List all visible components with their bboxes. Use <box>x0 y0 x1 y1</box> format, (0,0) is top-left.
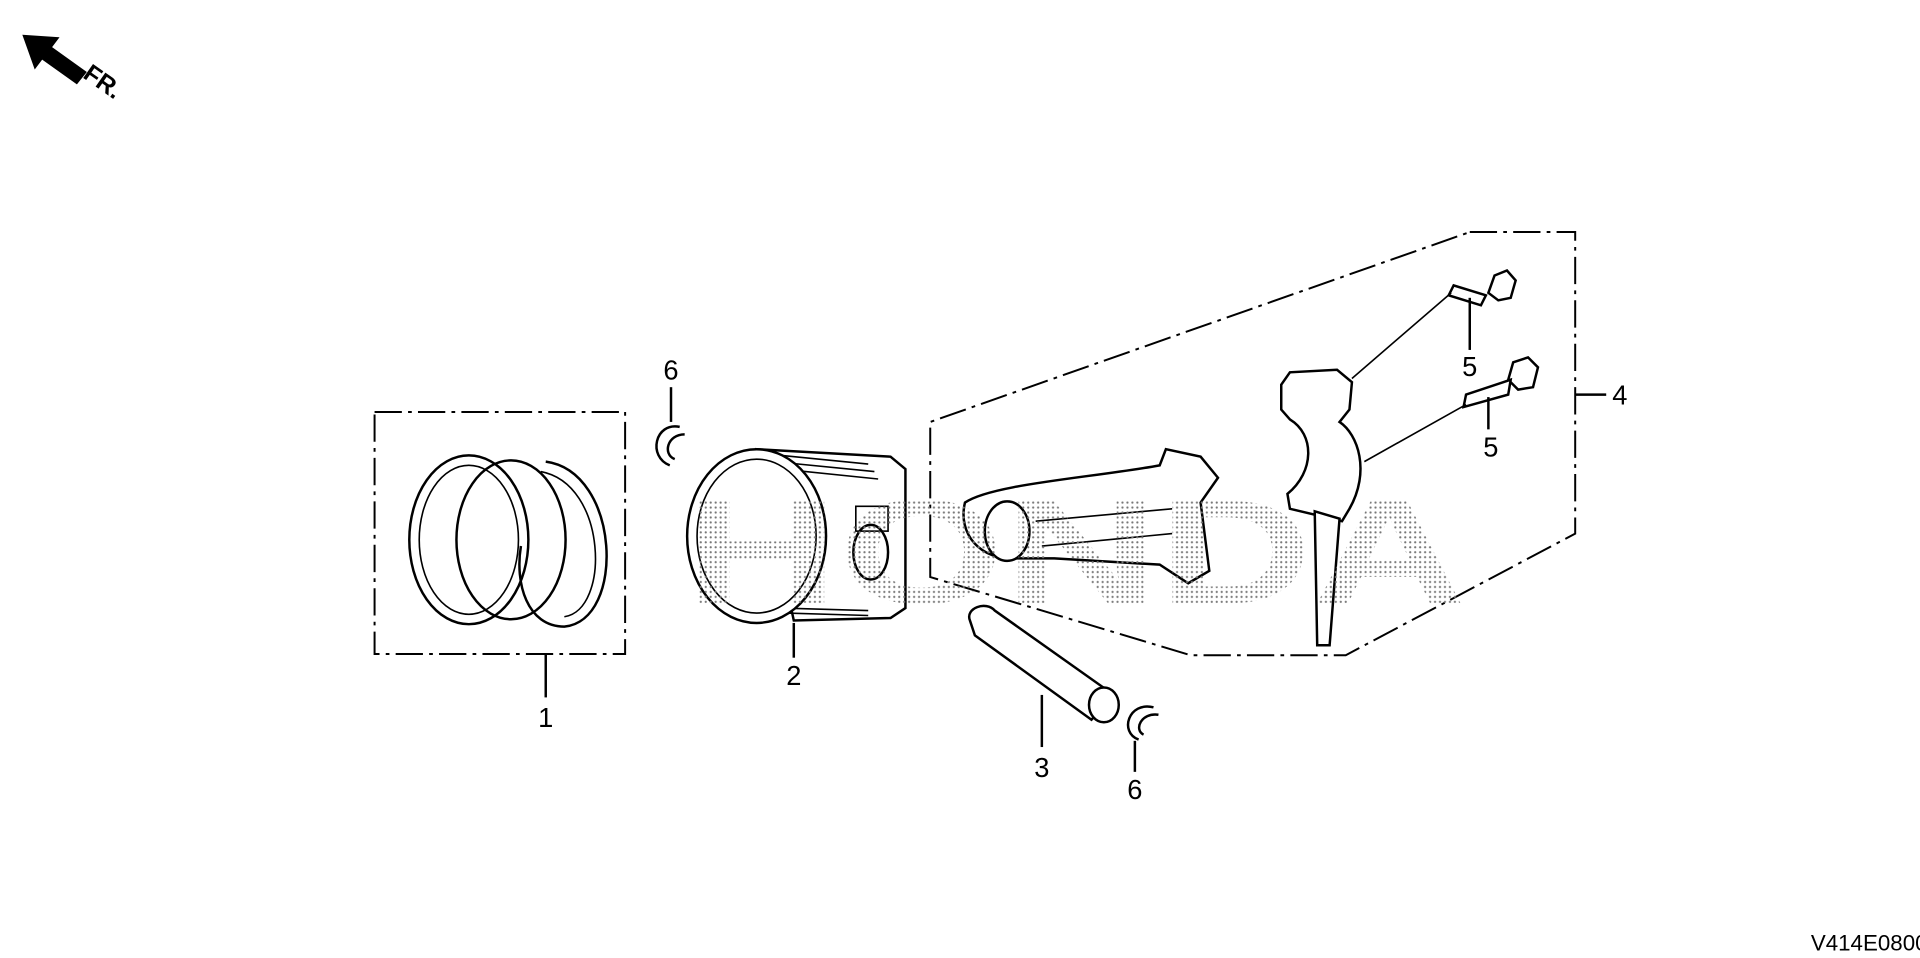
piston-pin[interactable] <box>967 604 1120 748</box>
callout-2: 2 <box>786 660 801 691</box>
callout-5-bottom: 5 <box>1483 432 1498 463</box>
piston-pin-clip[interactable] <box>1126 705 1159 741</box>
callout-1: 1 <box>538 702 553 733</box>
connecting-rod-bolt[interactable] <box>1363 355 1540 463</box>
connecting-rod-cap[interactable] <box>1280 368 1362 647</box>
diagram-code: V414E0800 <box>1811 931 1920 956</box>
piston-pin-clip[interactable] <box>655 425 685 467</box>
callout-3: 3 <box>1034 752 1049 783</box>
front-direction-indicator: FR. <box>22 34 127 105</box>
callout-4: 4 <box>1612 380 1627 411</box>
piston[interactable] <box>685 447 907 658</box>
callout-6-bottom: 6 <box>1127 774 1142 805</box>
front-arrow-icon <box>22 34 87 85</box>
front-label: FR. <box>78 60 126 105</box>
callout-5-top: 5 <box>1462 351 1477 382</box>
connecting-rod-bolt[interactable] <box>1351 269 1518 380</box>
piston-ring-set[interactable] <box>373 410 627 698</box>
connecting-rod[interactable] <box>962 447 1220 585</box>
callout-6-top: 6 <box>663 355 678 386</box>
